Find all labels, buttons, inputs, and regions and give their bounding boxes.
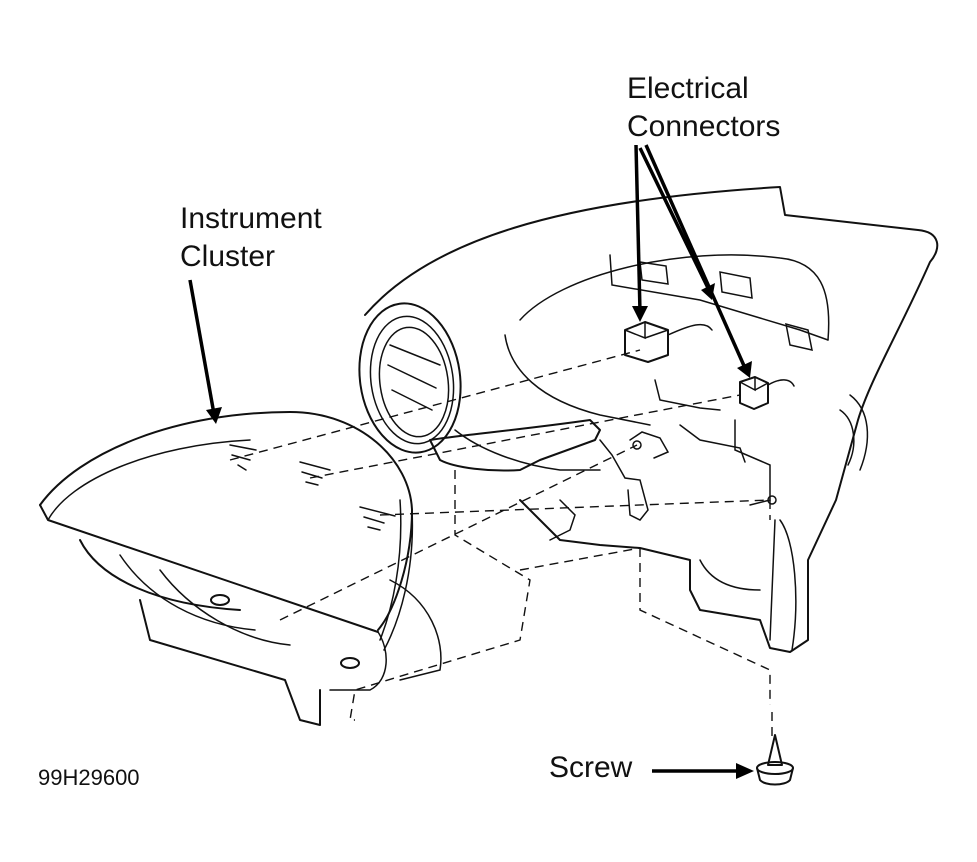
screw-fastener bbox=[756, 734, 794, 786]
electrical-connector-1 bbox=[624, 321, 713, 363]
mount-hole-2 bbox=[767, 495, 777, 505]
figure-code: 99H29600 bbox=[38, 765, 140, 790]
mount-hole-1 bbox=[632, 440, 642, 450]
electrical-connector-2 bbox=[739, 376, 795, 410]
alignment-dashed-lines bbox=[229, 349, 773, 740]
electrical-connectors-label: Electrical Connectors bbox=[627, 70, 780, 146]
column-bracket bbox=[429, 379, 771, 541]
screw-label: Screw bbox=[549, 751, 633, 784]
instrument-cluster bbox=[39, 411, 442, 726]
gauge-bezel bbox=[358, 302, 601, 471]
instrument-cluster-label-line1: Instrument bbox=[180, 202, 322, 235]
instrument-cluster-label-line2: Cluster bbox=[180, 240, 276, 273]
dash-housing bbox=[364, 186, 939, 653]
electrical-connectors-label-line2: Connectors bbox=[627, 110, 781, 143]
leader-arrows bbox=[188, 144, 754, 779]
instrument-cluster-label: Instrument Cluster bbox=[180, 200, 322, 276]
electrical-connectors-label-line1: Electrical bbox=[627, 72, 749, 105]
